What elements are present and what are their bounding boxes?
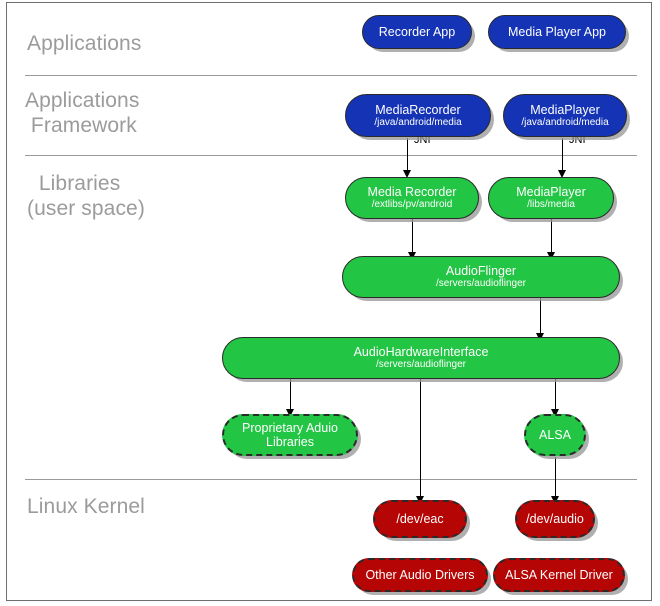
arrowhead-proprietary bbox=[285, 409, 294, 417]
edge-label-jni-recorder: JNI bbox=[414, 134, 431, 146]
node-media-recorder-framework[interactable]: MediaRecorder /java/android/media bbox=[345, 94, 491, 137]
node-alsa-kernel-driver[interactable]: ALSA Kernel Driver bbox=[493, 558, 625, 592]
node-media-player-lib-title: MediaPlayer bbox=[516, 185, 586, 199]
node-audio-hardware-interface-path: /servers/audioflinger bbox=[375, 359, 467, 370]
node-other-audio-drivers[interactable]: Other Audio Drivers bbox=[352, 558, 488, 592]
node-proprietary-audio-libs[interactable]: Proprietary Aduio Libraries bbox=[222, 414, 358, 456]
tier-label-applications-framework: Applications Framework bbox=[25, 89, 140, 137]
node-media-player-framework-path: /java/android/media bbox=[521, 116, 609, 128]
edge-ahi-to-proprietary bbox=[290, 375, 291, 413]
node-media-player-lib[interactable]: MediaPlayer /libs/media bbox=[488, 177, 614, 219]
node-proprietary-audio-libs-title: Proprietary Aduio bbox=[242, 421, 338, 435]
edge-media-player-lib-to-audioflinger bbox=[551, 219, 552, 257]
node-media-recorder-framework-path: /java/android/media bbox=[374, 116, 462, 128]
node-audio-hardware-interface-title: AudioHardwareInterface bbox=[353, 345, 489, 359]
node-audio-hardware-interface[interactable]: AudioHardwareInterface /servers/audiofli… bbox=[222, 337, 620, 379]
edge-alsa-to-dev-audio bbox=[555, 457, 556, 500]
node-alsa[interactable]: ALSA bbox=[524, 414, 586, 456]
edge-label-jni-player: JNI bbox=[569, 134, 586, 146]
node-dev-audio[interactable]: /dev/audio bbox=[515, 500, 595, 538]
edge-mediaplayer-to-media-player-lib bbox=[562, 138, 563, 174]
tier-label-applications: Applications bbox=[27, 32, 142, 55]
node-alsa-kernel-driver-title: ALSA Kernel Driver bbox=[505, 568, 613, 582]
node-recorder-app[interactable]: Recorder App bbox=[362, 15, 472, 49]
node-media-recorder-lib[interactable]: Media Recorder /extlibs/pv/android bbox=[345, 177, 479, 219]
node-media-player-framework[interactable]: MediaPlayer /java/android/media bbox=[503, 94, 627, 137]
arrowhead-media-recorder-lib bbox=[402, 170, 411, 178]
node-audio-flinger[interactable]: AudioFlinger /servers/audioflinger bbox=[342, 256, 620, 298]
node-media-recorder-lib-path: /extlibs/pv/android bbox=[371, 199, 453, 210]
node-media-player-lib-path: /libs/media bbox=[527, 199, 575, 210]
node-media-player-framework-title: MediaPlayer bbox=[530, 102, 600, 117]
node-media-player-app-title: Media Player App bbox=[508, 25, 606, 39]
edge-mediarecorder-to-media-recorder-lib bbox=[407, 138, 408, 174]
tier-label-linux-kernel: Linux Kernel bbox=[27, 495, 145, 518]
edge-ahi-to-dev-eac bbox=[420, 375, 421, 500]
node-proprietary-audio-libs-title2: Libraries bbox=[266, 435, 314, 449]
arrowhead-media-player-lib bbox=[557, 170, 566, 178]
tier-label-libraries: Libraries (user space) bbox=[27, 172, 145, 220]
node-media-recorder-framework-title: MediaRecorder bbox=[375, 102, 461, 117]
node-dev-audio-title: /dev/audio bbox=[526, 512, 584, 526]
node-other-audio-drivers-title: Other Audio Drivers bbox=[365, 568, 475, 582]
node-recorder-app-title: Recorder App bbox=[378, 25, 456, 39]
edge-audioflinger-to-ahi bbox=[540, 298, 541, 338]
node-dev-eac-title: /dev/eac bbox=[396, 512, 444, 526]
node-media-recorder-lib-title: Media Recorder bbox=[367, 185, 457, 199]
divider-libraries bbox=[25, 479, 637, 480]
node-audio-flinger-title: AudioFlinger bbox=[445, 264, 517, 278]
node-dev-eac[interactable]: /dev/eac bbox=[373, 500, 467, 538]
divider-applications bbox=[25, 75, 637, 76]
arrowhead-alsa bbox=[550, 409, 559, 417]
divider-applications-framework bbox=[25, 155, 637, 156]
edge-ahi-to-alsa bbox=[555, 375, 556, 413]
node-alsa-title: ALSA bbox=[539, 428, 571, 442]
node-media-player-app[interactable]: Media Player App bbox=[488, 15, 626, 49]
node-audio-flinger-path: /servers/audioflinger bbox=[435, 278, 527, 289]
edge-media-recorder-lib-to-audioflinger bbox=[412, 219, 413, 257]
